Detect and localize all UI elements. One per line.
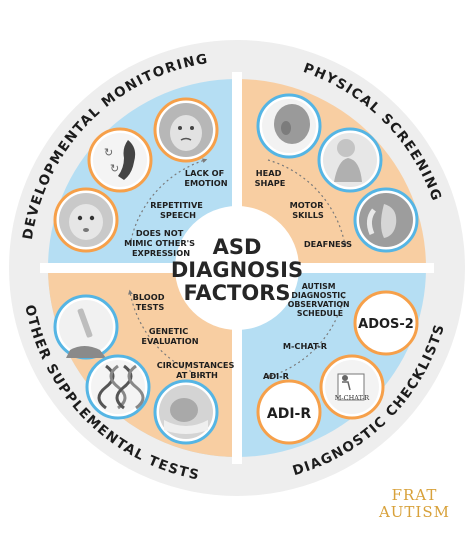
svg-text:ADI-R: ADI-R (267, 406, 311, 422)
arrow-arc-checklists (265, 291, 346, 379)
label-autism-diagnostic-observation-schedule: AUTISM DIAGNOSTIC OBSERVATION SCHEDULE (288, 282, 353, 318)
brand-logo: FRAT AUTISM (379, 488, 450, 520)
label-m-chat-r: M-CHAT-R (283, 341, 328, 351)
circle-ados-2: ADOS-2 (353, 290, 419, 356)
photo-deafness (353, 187, 419, 253)
photo-blood-test (53, 294, 119, 360)
photo-baby-mimic-expression (53, 187, 119, 253)
circle-adi-r: ADI-R (256, 379, 322, 445)
brand-line-2: AUTISM (378, 503, 450, 521)
photo-baby-lack-of-emotion (153, 97, 219, 163)
photo-head-shape (256, 93, 322, 159)
svg-text:ADOS-2: ADOS-2 (358, 317, 414, 332)
label-lack-of-emotion: LACK OF EMOTION (184, 168, 227, 188)
center-line-3: FACTORS (183, 281, 290, 305)
label-head-shape: HEAD SHAPE (255, 168, 286, 188)
center-circle (175, 206, 299, 330)
photo-child-repetitive-speech: ↻ ↻ (87, 127, 153, 193)
label-motor-skills: MOTOR SKILLS (290, 200, 327, 220)
svg-text:↻: ↻ (110, 162, 119, 175)
label-adi-r: ADI-R (263, 371, 290, 381)
label-mimic-expression: DOES NOT MIMIC OTHER'S EXPRESSION (124, 228, 198, 258)
photo-dna-genetic (85, 354, 151, 420)
label-deafness: DEAFNESS (304, 239, 352, 249)
photo-motor-skills (317, 127, 383, 193)
svg-text:↻: ↻ (104, 146, 113, 159)
circle-m-chat-r: M-CHAT-R (319, 354, 385, 420)
center-line-1: ASD (213, 235, 262, 259)
label-circumstances-at-birth: CIRCUMSTANCES AT BIRTH (157, 360, 238, 380)
label-repetitive-speech: REPETITIVE SPEECH (150, 200, 206, 220)
label-genetic-evaluation: GENETIC EVALUATION (141, 326, 198, 346)
brand-line-1: FRAT (391, 486, 438, 504)
arrow-arc-physical (267, 159, 347, 248)
label-blood-tests: BLOOD TESTS (133, 292, 168, 312)
photo-newborn-birth (153, 379, 219, 445)
center-line-2: DIAGNOSIS (171, 258, 303, 282)
svg-text:M-CHAT-R: M-CHAT-R (335, 394, 371, 402)
